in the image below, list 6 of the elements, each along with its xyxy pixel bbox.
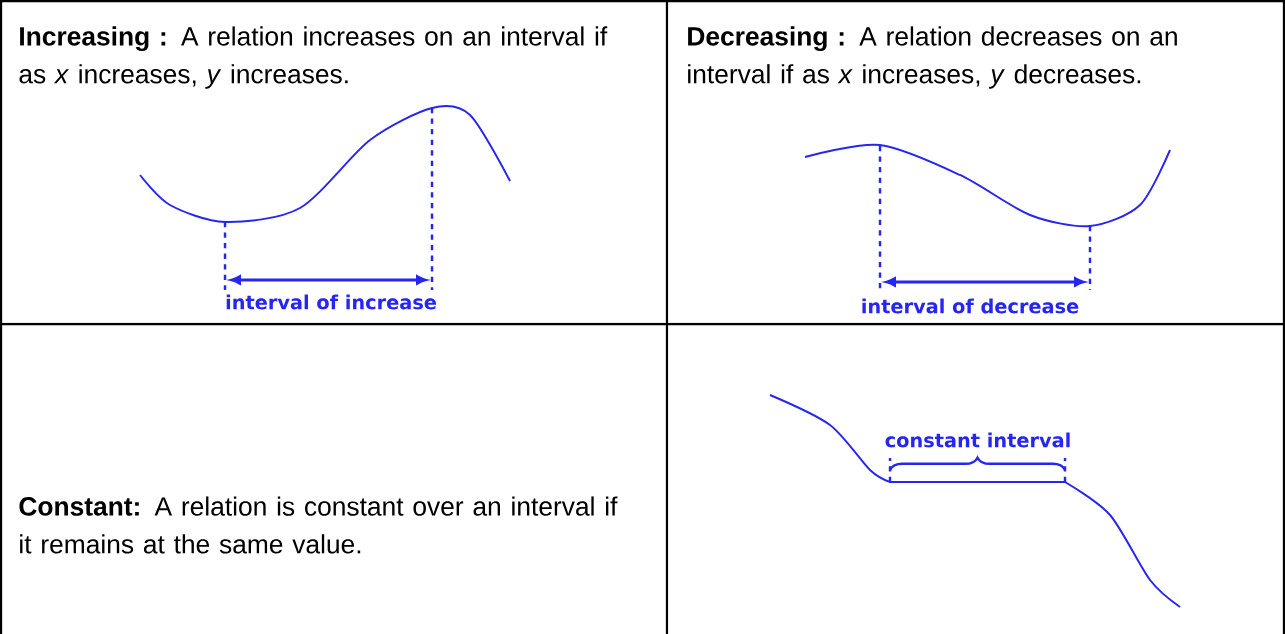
definition-text: Decreasing : A relation decreases on an interval if as x increases, y decreases. (688, 26, 1177, 89)
definition-text: Increasing : A relation increases on an interval if as x increases, y increases. (19, 26, 608, 89)
interval-label: constant interval (885, 432, 1070, 448)
interval-label: interval of increase (226, 294, 436, 310)
definition-text: Constant: A relation is constant over an interval if it remains at the same value. (19, 496, 618, 554)
interval-label: interval of decrease (862, 298, 1079, 314)
